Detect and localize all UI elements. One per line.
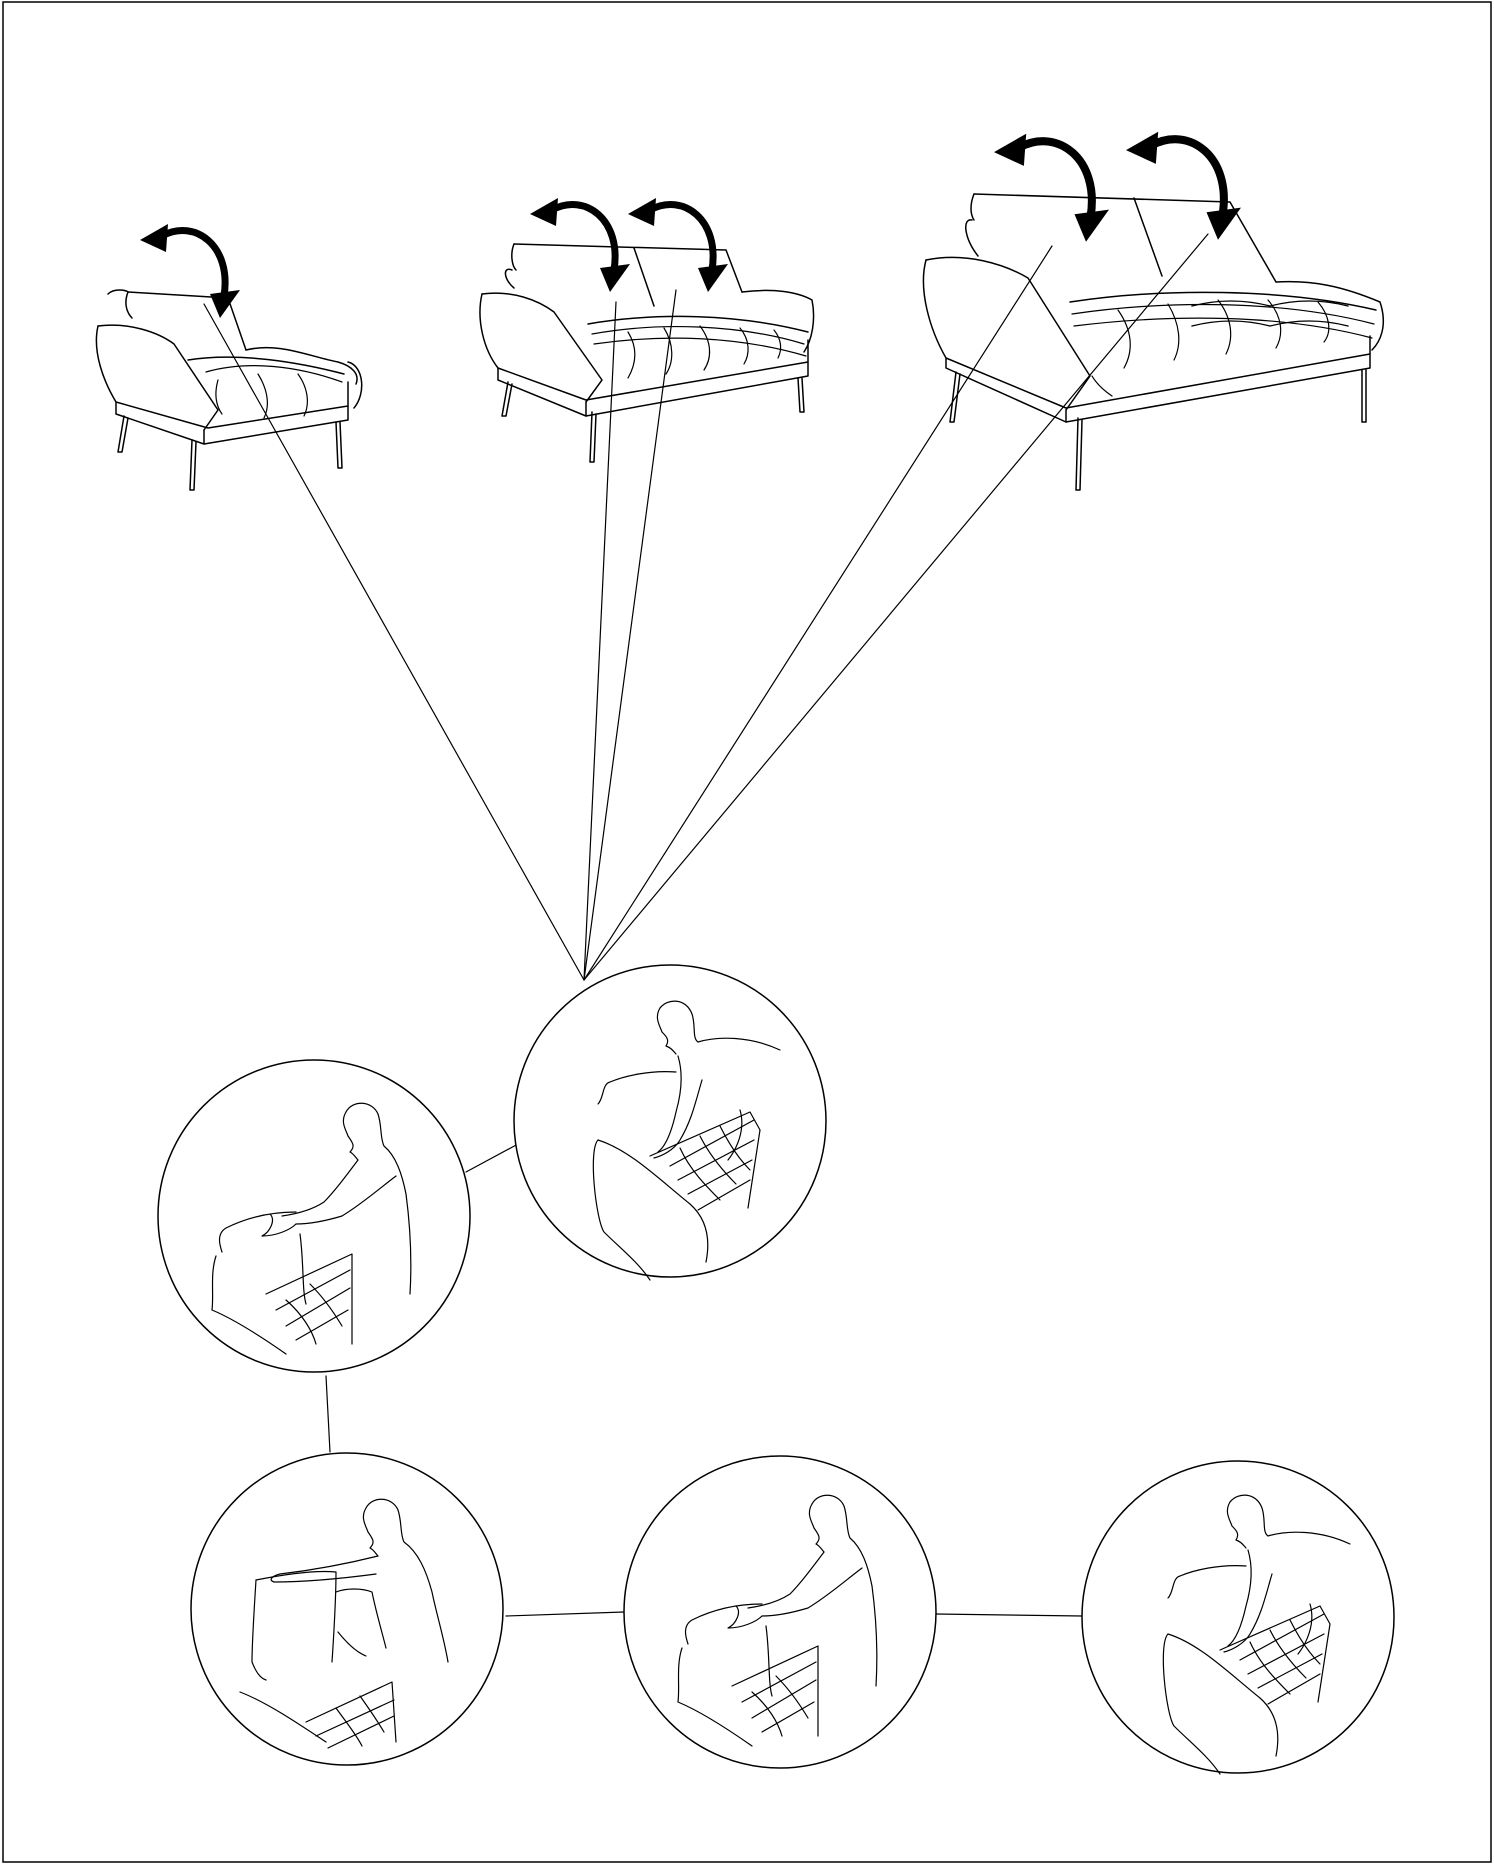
armchair-illustration xyxy=(96,290,361,490)
leader-lines xyxy=(204,234,1208,980)
leader-line-sofa-right xyxy=(584,234,1208,980)
connector-step4-step5 xyxy=(936,1614,1082,1616)
leader-line-sofa-left xyxy=(584,246,1052,980)
loveseat-illustration xyxy=(480,244,814,462)
sofa-illustration xyxy=(923,194,1383,490)
connector-step2-step3 xyxy=(326,1376,330,1452)
step-4 xyxy=(624,1456,936,1768)
step-3 xyxy=(191,1453,503,1765)
curved-arrow-icon xyxy=(628,198,728,292)
leader-line-armchair xyxy=(204,304,584,980)
leader-line-loveseat-left xyxy=(584,302,616,980)
curved-arrow-icon xyxy=(994,134,1109,242)
connector-step1-step2 xyxy=(466,1144,518,1172)
curved-arrow-icon xyxy=(140,224,240,318)
connector-step3-step4 xyxy=(506,1612,624,1616)
step-1 xyxy=(514,965,826,1280)
step-5 xyxy=(1082,1461,1394,1774)
step-2 xyxy=(158,1060,470,1372)
leader-line-loveseat-right xyxy=(584,290,676,980)
